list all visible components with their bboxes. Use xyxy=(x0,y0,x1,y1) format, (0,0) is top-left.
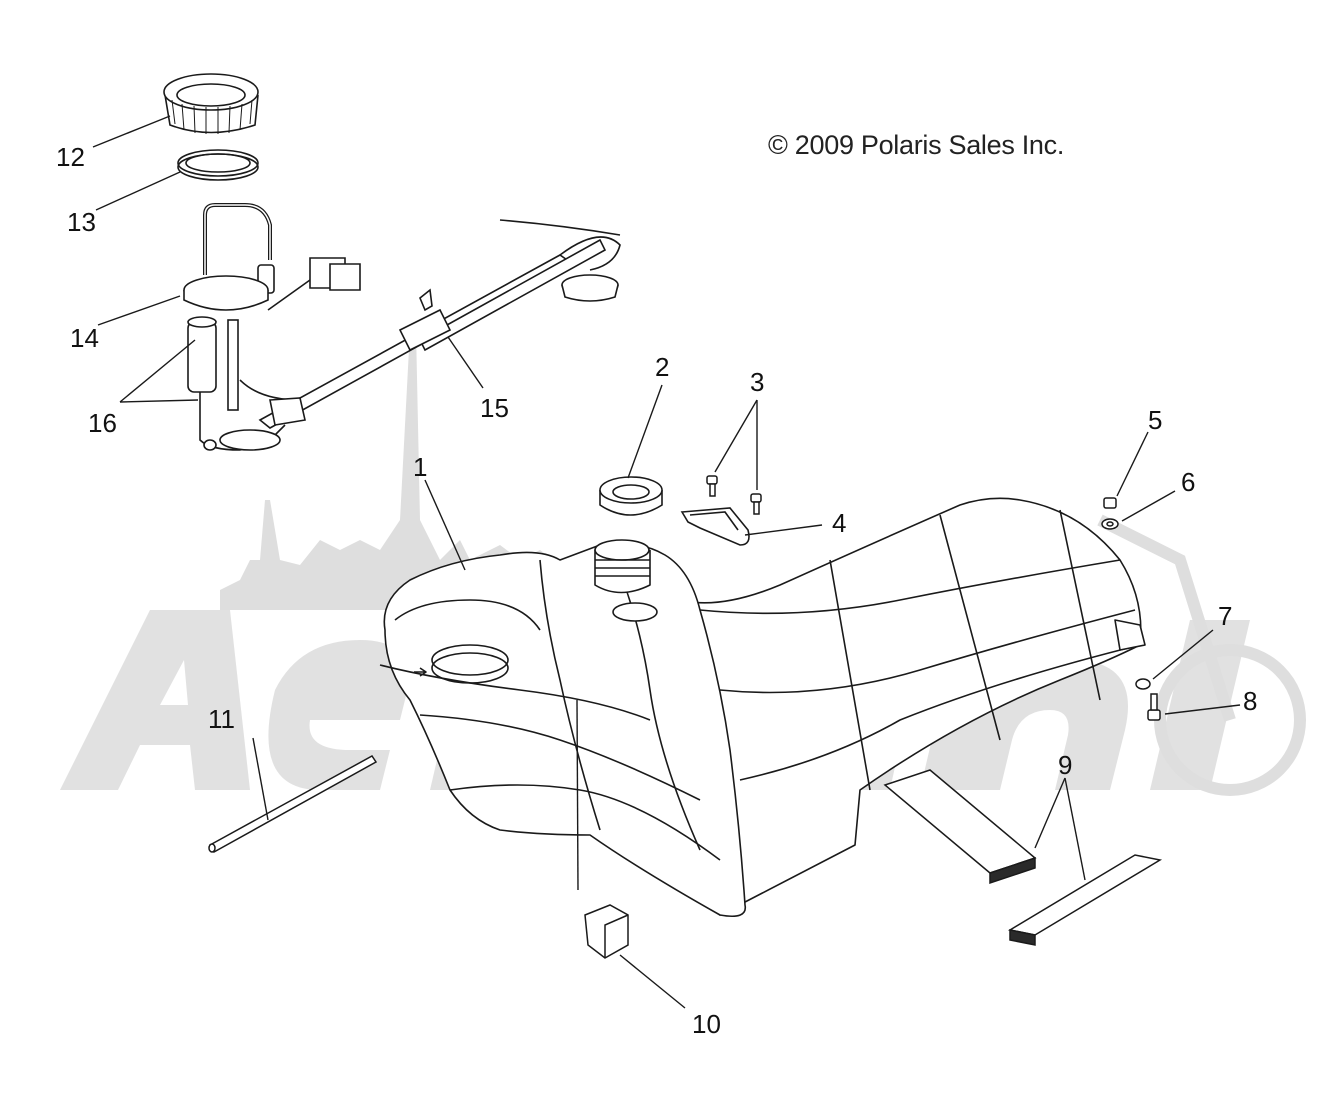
seal-ring xyxy=(177,149,259,181)
callout-14: 14 xyxy=(70,323,99,353)
washer-and-bolt xyxy=(1135,678,1161,721)
fuel-tank xyxy=(379,497,1146,918)
callout-4: 4 xyxy=(832,508,847,538)
callout-9: 9 xyxy=(1058,750,1073,780)
foam-pads xyxy=(883,769,1163,946)
callout-1: 1 xyxy=(413,452,428,482)
callout-5: 5 xyxy=(1148,405,1163,435)
fuel-tank-front-section xyxy=(383,542,747,918)
callout-15: 15 xyxy=(480,393,509,423)
callout-13: 13 xyxy=(67,207,96,237)
callout-10: 10 xyxy=(692,1009,721,1039)
filler-neck xyxy=(594,539,658,622)
lock-ring xyxy=(163,73,259,134)
fuel-line-assembly xyxy=(258,219,621,429)
fuel-tank-rear-section xyxy=(679,497,1142,916)
callout-16: 16 xyxy=(88,408,117,438)
callout-11: 11 xyxy=(208,704,235,734)
cap-plate xyxy=(680,507,750,546)
callout-6: 6 xyxy=(1181,467,1196,497)
fuel-cap xyxy=(599,476,663,516)
callout-2: 2 xyxy=(655,352,670,382)
vent-tube xyxy=(208,755,378,854)
bolts xyxy=(706,475,762,515)
callout-8: 8 xyxy=(1243,686,1258,716)
callout-7: 7 xyxy=(1218,601,1233,631)
foam-block xyxy=(584,904,629,959)
fuel-pump-assembly xyxy=(183,203,361,451)
leader-lines xyxy=(92,115,1241,1009)
callout-12: 12 xyxy=(56,142,85,172)
nut-and-washer xyxy=(1101,497,1119,530)
callout-3: 3 xyxy=(750,367,765,397)
pump-opening xyxy=(431,644,509,676)
copyright-notice: © 2009 Polaris Sales Inc. xyxy=(768,130,1065,160)
